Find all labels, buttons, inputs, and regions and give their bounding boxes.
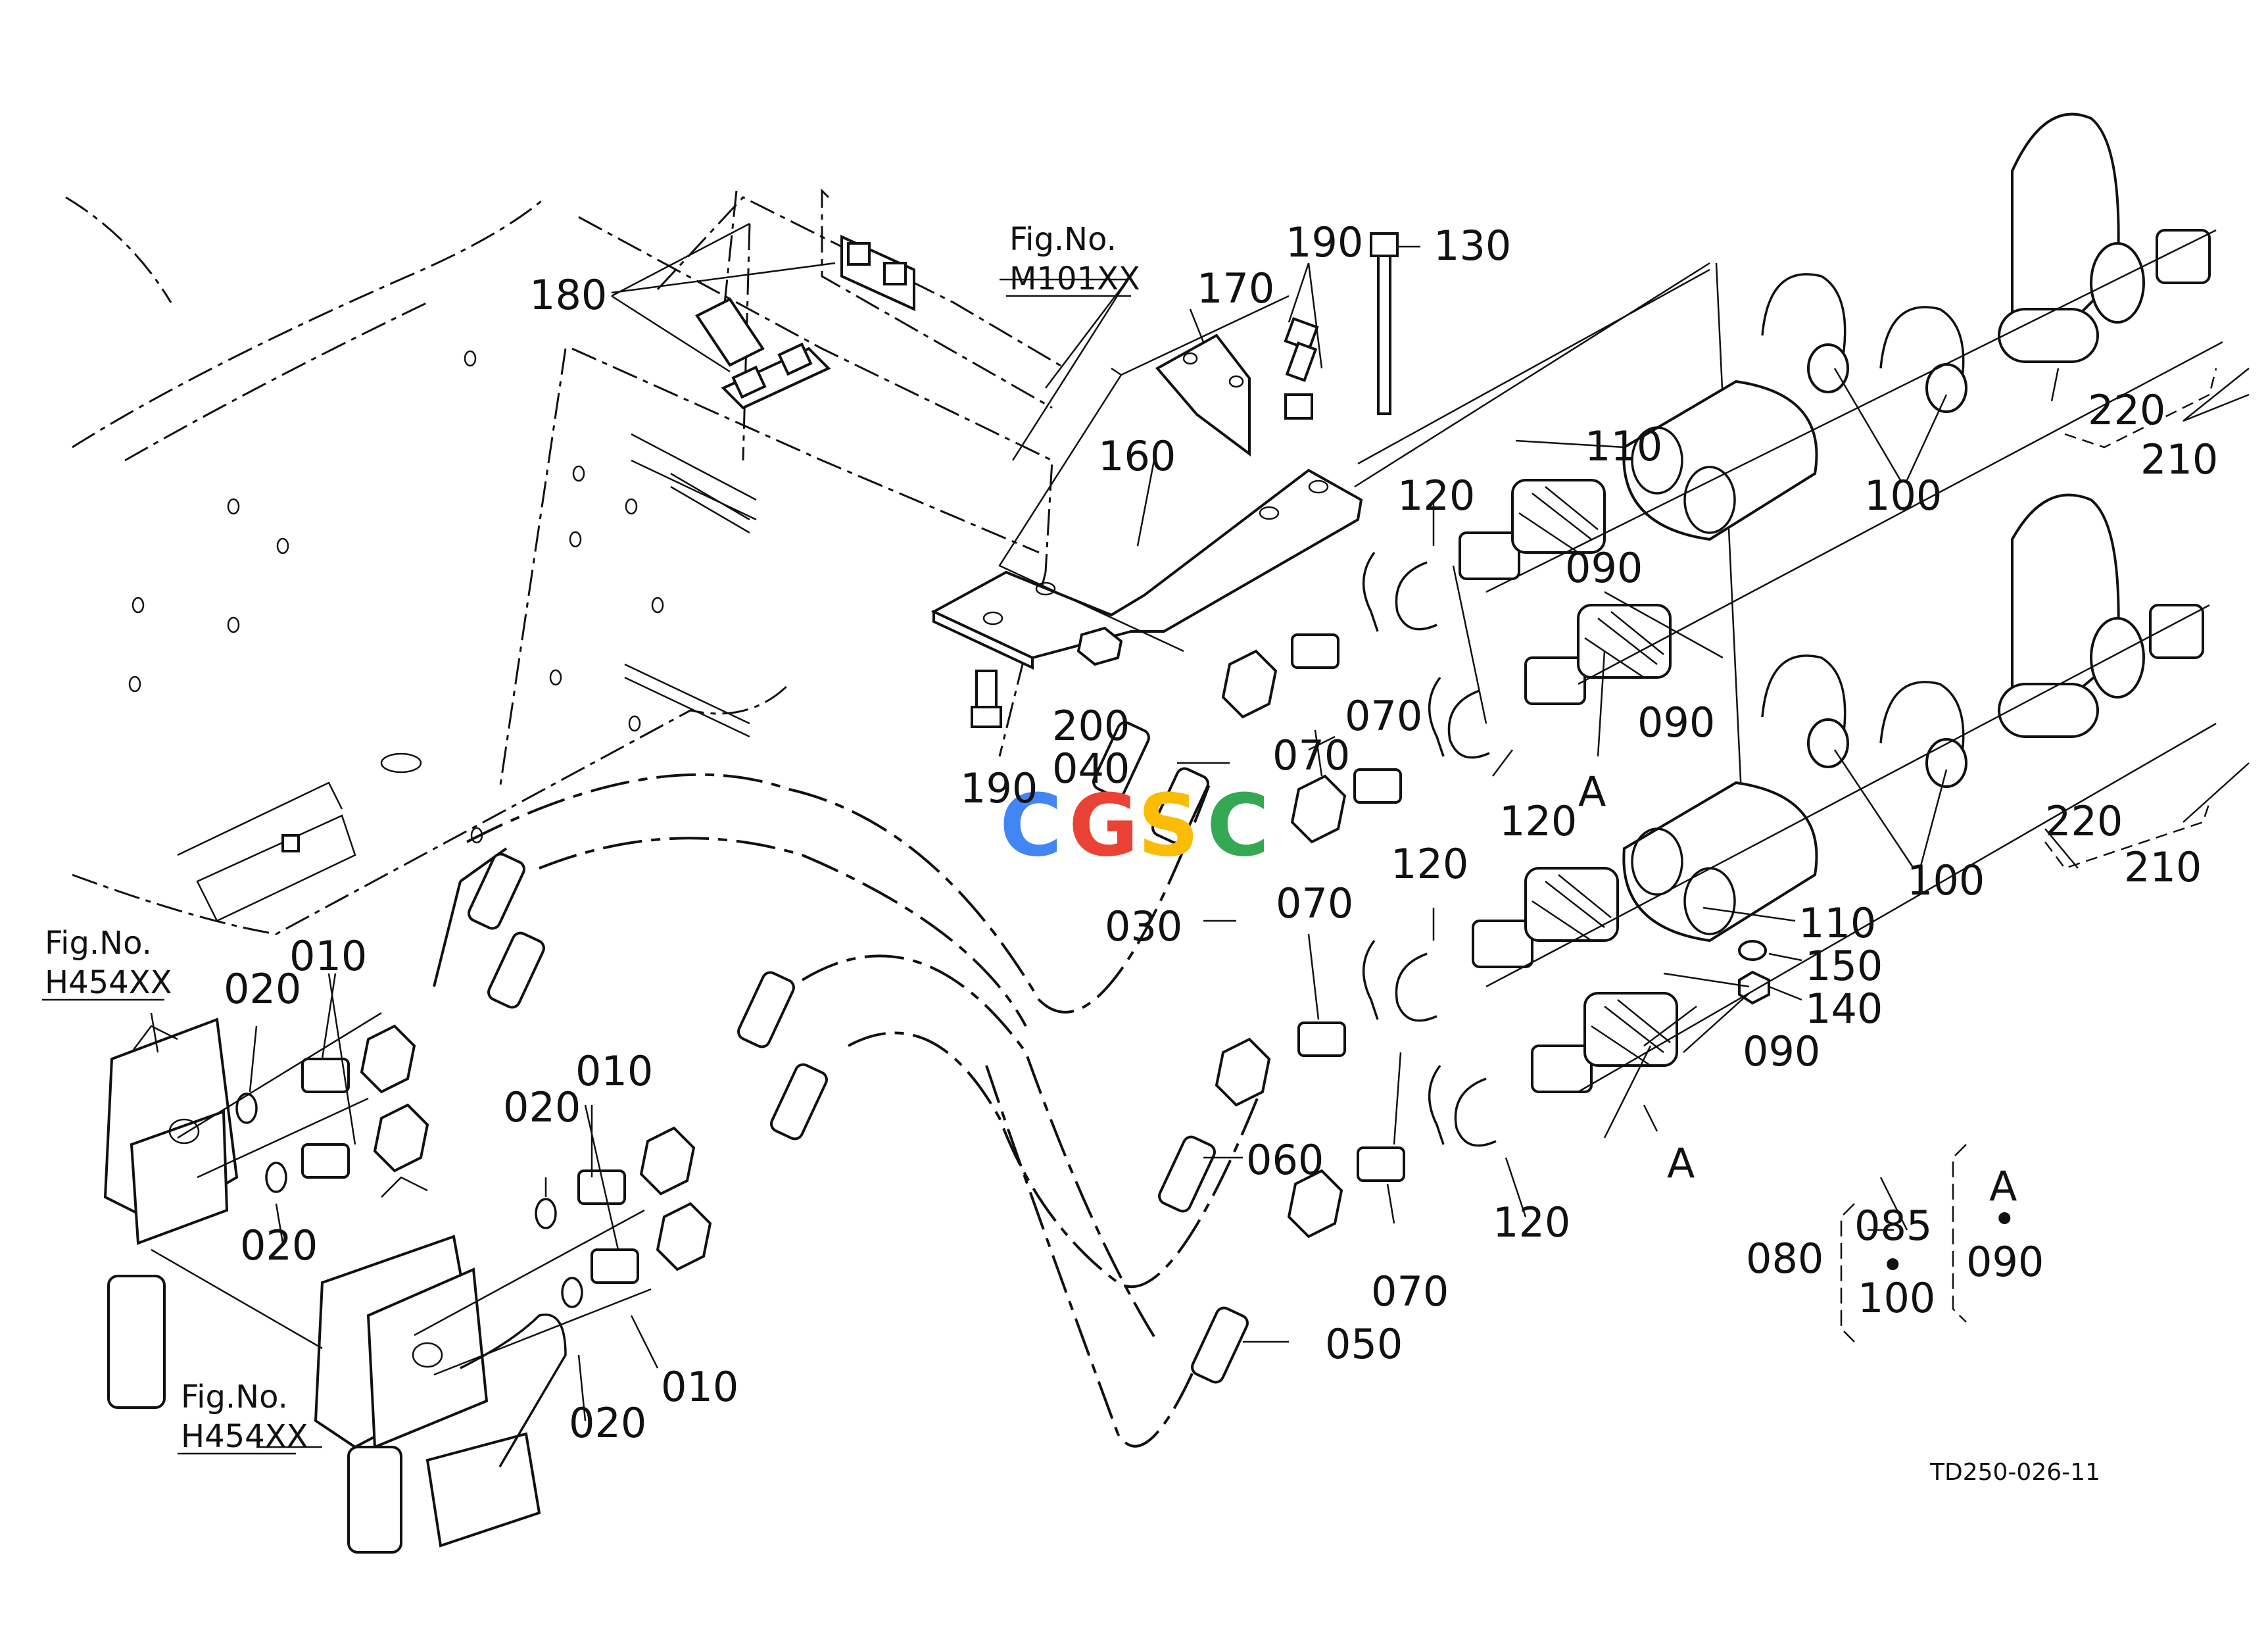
label-mark-a-1: A	[1578, 768, 1606, 816]
label-dot-2: •	[1992, 1195, 2017, 1243]
part-labels: 180 170 190 130 160 110 120 090 090 100 …	[224, 218, 2218, 1447]
bracket-assembly	[930, 232, 1744, 823]
label-110-top: 110	[1585, 422, 1662, 470]
quick-couplers	[1362, 112, 2223, 1147]
figure-references: Fig.No. M101XX Fig.No. H454XX Fig.No. H4…	[42, 221, 1140, 1455]
drawing-code: TD250-026-11	[1929, 1459, 2100, 1486]
label-120-d: 120	[1493, 1198, 1570, 1246]
label-180: 180	[529, 271, 607, 319]
label-010-a: 010	[289, 932, 367, 980]
label-080: 080	[1746, 1235, 1823, 1283]
label-120-c: 120	[1391, 840, 1468, 888]
watermark-letter-4: C	[1207, 775, 1269, 875]
label-020-b: 020	[240, 1221, 318, 1269]
label-110-bottom: 110	[1798, 899, 1876, 947]
fig-ref-h454-1-code: H454XX	[45, 964, 172, 1001]
label-040: 040	[1052, 745, 1130, 793]
label-020-c: 020	[503, 1083, 581, 1131]
label-170: 170	[1197, 264, 1274, 312]
fig-ref-m101-title: Fig.No.	[1009, 221, 1117, 258]
label-160: 160	[1098, 432, 1176, 480]
fig-ref-m101-code: M101XX	[1009, 260, 1140, 297]
label-190-bottom: 190	[960, 764, 1038, 812]
label-090-b: 090	[1637, 699, 1715, 747]
label-120-a: 120	[1397, 472, 1475, 520]
label-010-b: 010	[575, 1047, 653, 1095]
label-150: 150	[1805, 942, 1883, 990]
control-valves	[103, 1012, 652, 1554]
label-090-e: 090	[1966, 1238, 2044, 1286]
label-dot-1: •	[1881, 1241, 1905, 1289]
label-100-b: 100	[1907, 856, 1985, 904]
label-060: 060	[1246, 1136, 1324, 1184]
hose-lines	[433, 773, 1264, 1448]
label-020-d: 020	[569, 1399, 646, 1447]
label-085: 085	[1854, 1202, 1932, 1250]
label-010-c: 010	[661, 1363, 738, 1411]
tractor-frame-outline	[65, 188, 1066, 935]
label-090-a: 090	[1565, 544, 1643, 592]
label-190-top: 190	[1286, 218, 1363, 266]
watermark-letter-2: G	[1069, 775, 1139, 875]
label-120-b: 120	[1499, 797, 1577, 845]
fig-ref-h454-1-title: Fig.No.	[45, 925, 152, 962]
label-140: 140	[1805, 985, 1883, 1033]
watermark-letter-1: C	[1000, 775, 1062, 875]
label-210-a: 210	[2140, 435, 2218, 483]
label-020-a: 020	[224, 965, 301, 1013]
label-070-a: 070	[1272, 731, 1350, 779]
watermark-letter-3: S	[1138, 775, 1199, 875]
watermark-logo: C G S C	[1000, 775, 1269, 875]
label-100-a: 100	[1864, 472, 1942, 520]
label-130: 130	[1434, 222, 1511, 270]
label-200: 200	[1052, 702, 1130, 750]
label-070-d: 070	[1371, 1267, 1449, 1315]
label-070-c: 070	[1276, 879, 1353, 927]
hose-fittings	[235, 633, 1405, 1384]
label-220-a: 220	[2088, 386, 2165, 434]
fig-ref-h454-2-code: H454XX	[181, 1418, 308, 1455]
label-mark-a-3: A	[1989, 1162, 2017, 1210]
label-220-b: 220	[2045, 797, 2123, 845]
label-210-b: 210	[2124, 843, 2202, 891]
label-mark-a-2: A	[1667, 1139, 1695, 1187]
fig-ref-h454-2-title: Fig.No.	[181, 1379, 288, 1415]
label-090-c: 090	[1743, 1027, 1820, 1075]
leader-lines	[249, 222, 2250, 1448]
label-030: 030	[1105, 902, 1182, 950]
label-100-c: 100	[1858, 1274, 1935, 1322]
label-050: 050	[1325, 1320, 1403, 1368]
label-070-b: 070	[1345, 692, 1422, 740]
